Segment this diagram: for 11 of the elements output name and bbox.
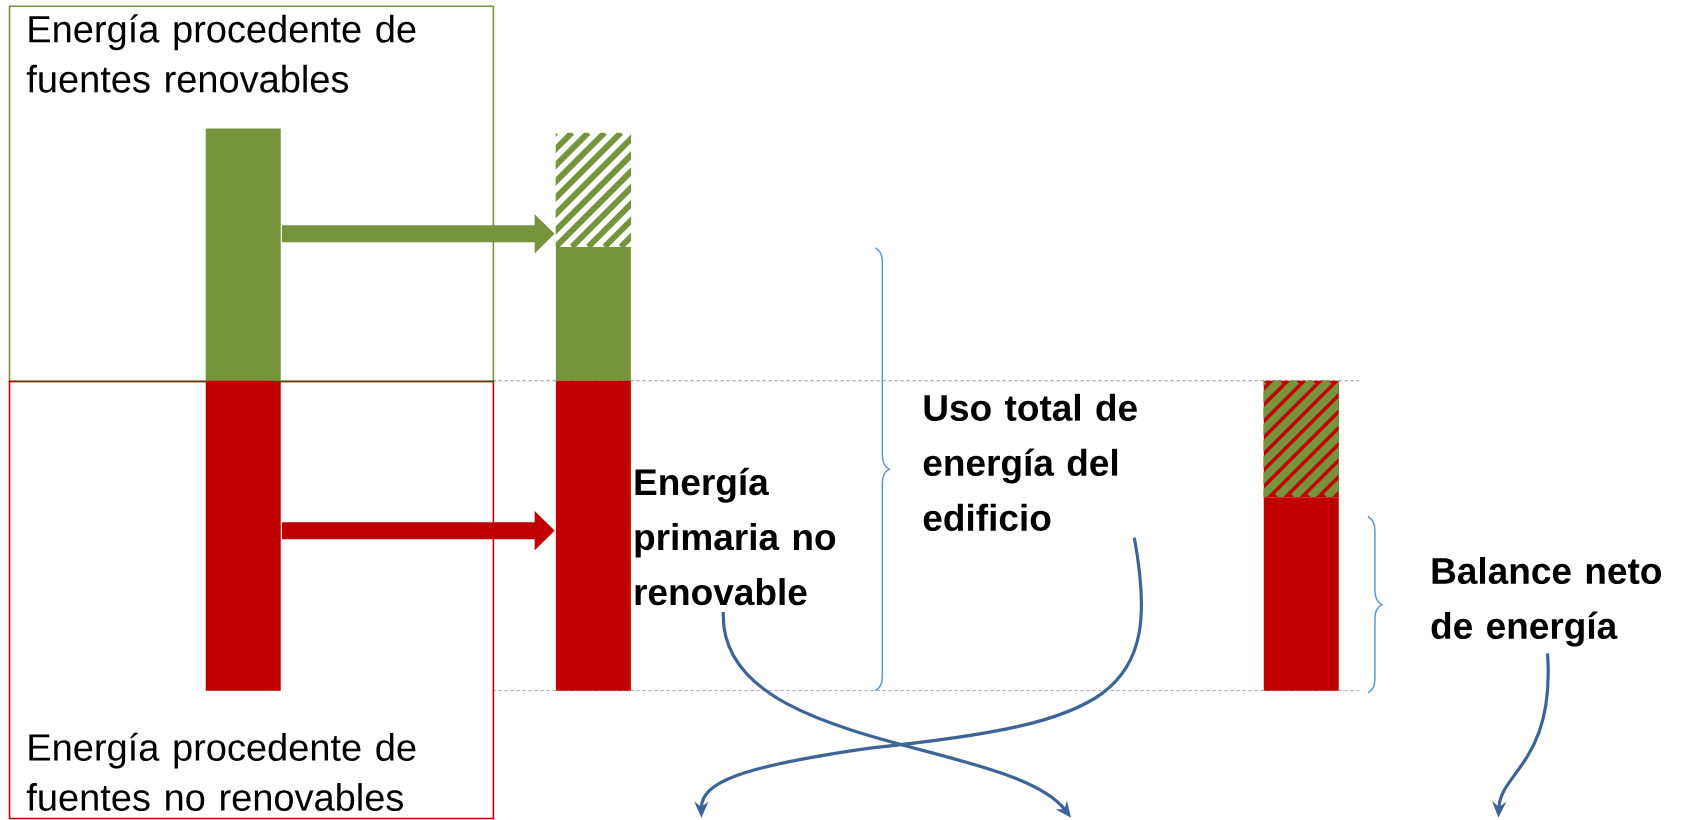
bar bbox=[205, 380, 281, 691]
text-label: Uso total de energía del edificio bbox=[923, 393, 1137, 531]
bar bbox=[555, 247, 631, 381]
bar bbox=[1263, 497, 1339, 691]
text-label: Balance neto de energía bbox=[1431, 556, 1661, 647]
hatched-bar bbox=[555, 132, 632, 248]
group-box: Energía procedente de fuentes no renovables bbox=[8, 380, 495, 820]
text-label: Energía primaria no renovable bbox=[635, 467, 836, 606]
hatched-bar bbox=[1263, 380, 1339, 498]
bar bbox=[555, 380, 631, 691]
bar bbox=[205, 128, 281, 381]
